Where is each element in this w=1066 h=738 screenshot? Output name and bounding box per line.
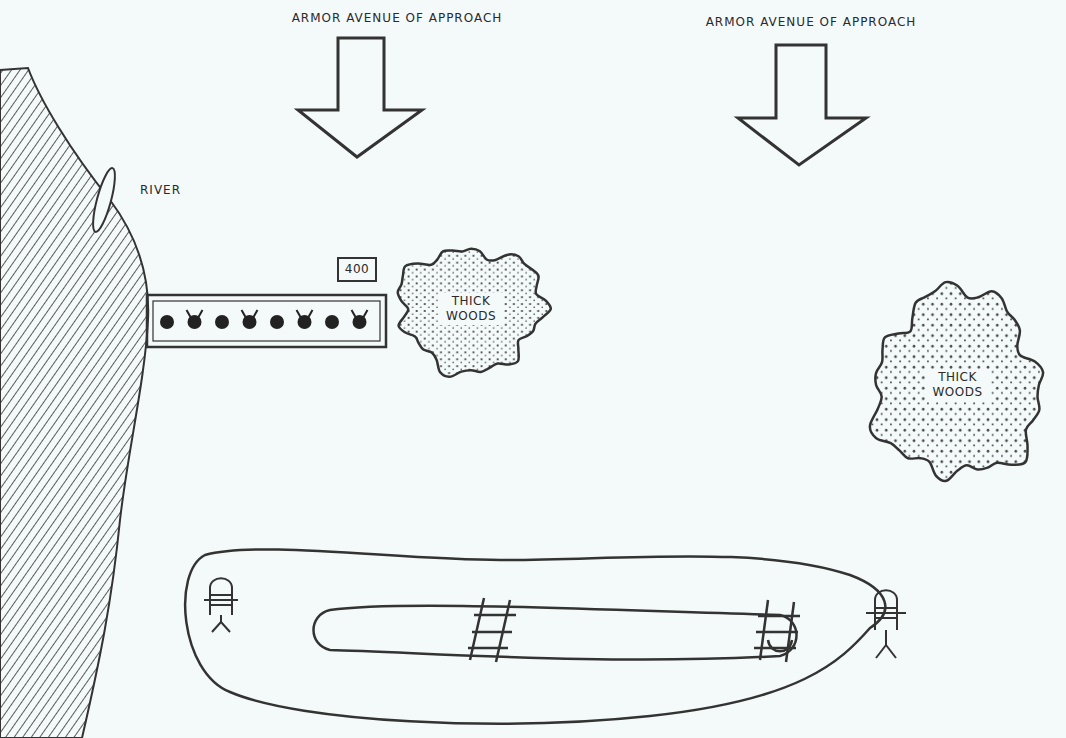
area-name: THICK WOODS [439, 293, 503, 325]
distance-box: 400 [337, 257, 377, 282]
area-name: THICK WOODS [926, 369, 990, 401]
avenue-label: ARMOR AVENUE OF APPROACH [292, 11, 503, 25]
obstacle-symbol [468, 598, 516, 662]
avenue-arrow [298, 38, 422, 157]
river-label: RIVER [140, 183, 181, 197]
mine-row [160, 310, 368, 329]
minefield [147, 295, 386, 347]
ridge-contour [314, 606, 797, 660]
river-island [89, 166, 120, 233]
obstacle-symbol [754, 600, 800, 662]
river [0, 68, 148, 738]
woods-area: THICK WOODS [865, 280, 1050, 490]
observation-post [204, 578, 238, 632]
observation-post [866, 590, 906, 658]
distance-number: 400 [345, 262, 369, 277]
avenue-arrow [738, 45, 866, 165]
minefield-inner [153, 301, 380, 341]
avenue-label: ARMOR AVENUE OF APPROACH [706, 15, 917, 29]
woods-area: THICK WOODS [390, 240, 552, 378]
ridge-contour [185, 549, 885, 723]
